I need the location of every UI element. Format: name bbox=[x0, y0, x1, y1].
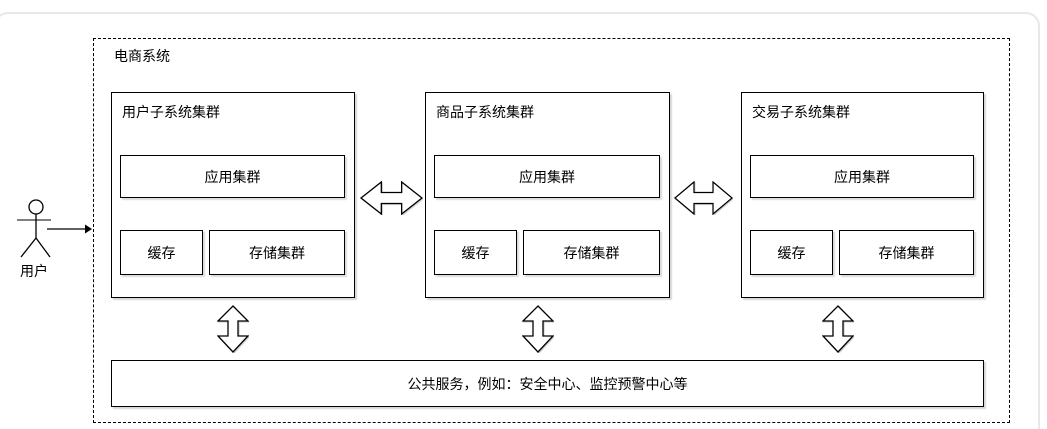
storage-cluster-box: 存储集群 bbox=[209, 230, 345, 275]
horizontal-double-arrow-icon bbox=[674, 181, 733, 215]
storage-cluster-box: 存储集群 bbox=[839, 230, 974, 275]
horizontal-double-arrow-icon bbox=[360, 181, 423, 215]
system-boundary: 电商系统 bbox=[93, 38, 1010, 423]
common-services-box: 公共服务，例如：安全中心、监控预警中心等 bbox=[111, 360, 984, 407]
actor-label: 用户 bbox=[20, 264, 48, 280]
storage-cluster-box: 存储集群 bbox=[523, 230, 660, 275]
storage-cluster-label: 存储集群 bbox=[249, 245, 305, 262]
app-cluster-box: 应用集群 bbox=[434, 155, 660, 198]
cache-box: 缓存 bbox=[434, 230, 517, 275]
cache-box: 缓存 bbox=[750, 230, 833, 275]
storage-cluster-label: 存储集群 bbox=[563, 245, 620, 262]
user-actor-icon bbox=[17, 199, 51, 258]
cluster-title: 交易子系统集群 bbox=[752, 105, 850, 121]
cache-label: 缓存 bbox=[461, 245, 490, 262]
app-cluster-label: 应用集群 bbox=[834, 169, 890, 186]
cluster-user-subsystem: 用户子系统集群 应用集群 缓存 存储集群 bbox=[111, 92, 355, 298]
cluster-trade-subsystem: 交易子系统集群 应用集群 缓存 存储集群 bbox=[741, 92, 984, 298]
app-cluster-label: 应用集群 bbox=[519, 169, 575, 186]
vertical-double-arrow-icon bbox=[217, 305, 249, 353]
cluster-product-subsystem: 商品子系统集群 应用集群 缓存 存储集群 bbox=[425, 92, 670, 298]
common-services-label: 公共服务，例如：安全中心、监控预警中心等 bbox=[407, 376, 688, 393]
app-cluster-box: 应用集群 bbox=[750, 155, 974, 198]
user-request-arrow-icon bbox=[47, 224, 92, 234]
cluster-title: 用户子系统集群 bbox=[122, 105, 220, 121]
vertical-double-arrow-icon bbox=[522, 305, 554, 353]
cache-label: 缓存 bbox=[777, 245, 806, 262]
app-cluster-label: 应用集群 bbox=[204, 169, 261, 186]
cache-box: 缓存 bbox=[120, 230, 203, 275]
vertical-double-arrow-icon bbox=[822, 305, 854, 353]
system-boundary-label: 电商系统 bbox=[114, 49, 170, 65]
storage-cluster-label: 存储集群 bbox=[878, 245, 935, 262]
cache-label: 缓存 bbox=[147, 245, 176, 262]
app-cluster-box: 应用集群 bbox=[120, 155, 345, 198]
cluster-title: 商品子系统集群 bbox=[436, 105, 534, 121]
